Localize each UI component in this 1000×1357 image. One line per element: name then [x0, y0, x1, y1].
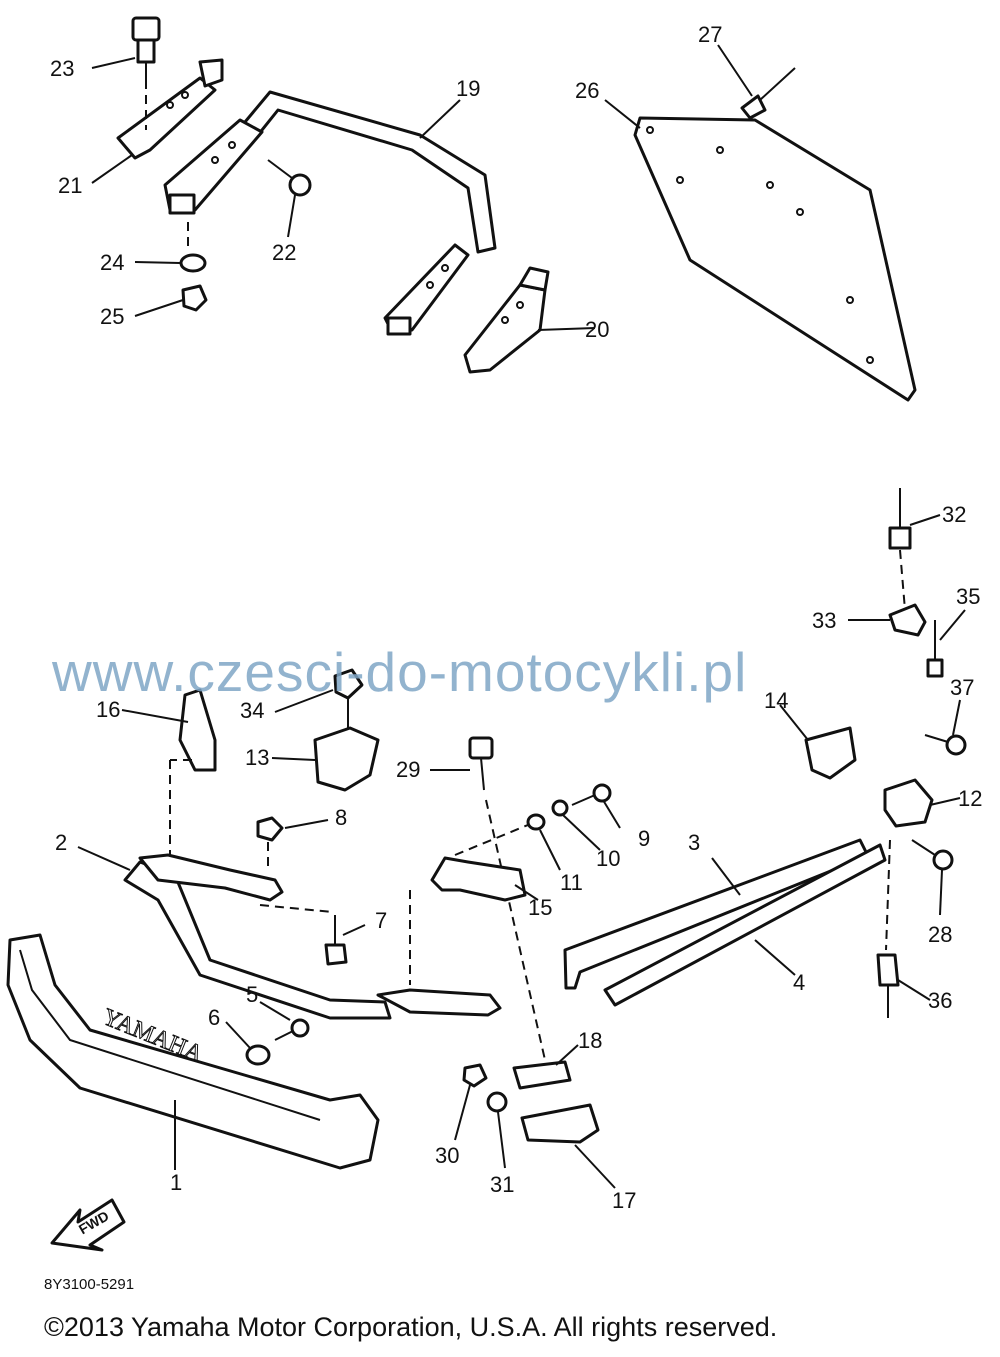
part-16-bracket: [169, 688, 217, 855]
part-17-pad: [520, 1103, 600, 1144]
callout-12: 12: [958, 786, 982, 811]
callout-15: 15: [528, 895, 552, 920]
fwd-arrow-icon: FWD: [50, 1198, 126, 1252]
part-23-bolt: [131, 16, 161, 130]
part-10-washer: [551, 799, 569, 817]
part-12-clamp: [883, 778, 934, 828]
callout-13: 13: [245, 745, 269, 770]
drawing-code: 8Y3100-5291: [44, 1276, 135, 1293]
part-3-trim: [563, 838, 870, 990]
part-9-bolt: [571, 783, 612, 806]
part-8-nut: [256, 816, 284, 842]
callout-23: 23: [50, 56, 74, 81]
callout-6: 6: [208, 1005, 220, 1030]
part-18-clip: [512, 1060, 572, 1090]
part-6-washer: [245, 1044, 271, 1066]
part-29-bolt: [468, 736, 546, 1061]
part-4-trim: [603, 843, 887, 1007]
callout-3: 3: [688, 830, 700, 855]
callout-28: 28: [928, 922, 952, 947]
callout-5: 5: [246, 982, 258, 1007]
callout-26: 26: [575, 78, 599, 103]
callout-33: 33: [812, 608, 836, 633]
part-15-bracket: [409, 819, 541, 985]
callout-27: 27: [698, 22, 722, 47]
part-35-rivet: [926, 620, 944, 678]
part-5-bolt: [274, 1018, 310, 1041]
callout-19: 19: [456, 76, 480, 101]
callout-36: 36: [928, 988, 952, 1013]
part-32-rivet: [888, 488, 912, 611]
callout-16: 16: [96, 697, 120, 722]
part-31-washer: [486, 1091, 508, 1113]
watermark: www.czesci-do-motocykli.pl: [52, 641, 748, 703]
part-22-bolt: [267, 159, 312, 197]
part-37-bolt: [924, 734, 967, 756]
callout-22: 22: [272, 240, 296, 265]
callout-18: 18: [578, 1028, 602, 1053]
part-7-bolt: [259, 904, 348, 966]
part-1-bumper: [6, 933, 380, 1170]
callout-37: 37: [950, 675, 974, 700]
part-14-bracket: [804, 726, 857, 780]
callout-2: 2: [55, 830, 67, 855]
part-24-washer: [179, 253, 207, 273]
callout-11: 11: [560, 870, 583, 895]
part-28-bolt: [911, 839, 954, 871]
callout-17: 17: [612, 1188, 636, 1213]
part-2-frame-tube: [123, 853, 502, 1020]
part-13-clamp: [313, 726, 380, 792]
part-11-washer: [526, 813, 546, 831]
callout-32: 32: [942, 502, 966, 527]
callout-numbers: 23 21 24 25 22 19 20 26 27 32 33 35 37 1…: [50, 22, 982, 1213]
callout-35: 35: [956, 584, 980, 609]
frame-left-foot: [163, 118, 264, 215]
part-26-panel: [633, 116, 917, 402]
part-30-nut: [462, 1063, 488, 1088]
callout-9: 9: [638, 826, 650, 851]
part-20-bracket: [463, 266, 550, 374]
callout-34: 34: [240, 698, 264, 723]
callout-8: 8: [335, 805, 347, 830]
leader-lines: [77, 44, 966, 1189]
callout-21: 21: [58, 173, 82, 198]
callout-1: 1: [170, 1170, 182, 1195]
callout-14: 14: [764, 688, 788, 713]
callout-7: 7: [375, 908, 387, 933]
copyright-notice: ©2013 Yamaha Motor Corporation, U.S.A. A…: [44, 1312, 778, 1342]
frame-right-foot: [383, 243, 470, 336]
part-25-nut: [181, 284, 208, 312]
callout-4: 4: [793, 970, 805, 995]
callout-31: 31: [490, 1172, 514, 1197]
part-21-bracket: [116, 58, 224, 160]
callout-29: 29: [396, 757, 420, 782]
callout-20: 20: [585, 317, 609, 342]
callout-25: 25: [100, 304, 124, 329]
part-27-rivet: [740, 67, 796, 120]
part-33-cap: [888, 603, 927, 637]
part-19-carrier-frame: [238, 90, 497, 254]
callout-10: 10: [596, 846, 620, 871]
callout-30: 30: [435, 1143, 459, 1168]
part-34-cap: [333, 668, 364, 700]
part-36-rivet: [876, 839, 900, 1018]
callout-24: 24: [100, 250, 124, 275]
